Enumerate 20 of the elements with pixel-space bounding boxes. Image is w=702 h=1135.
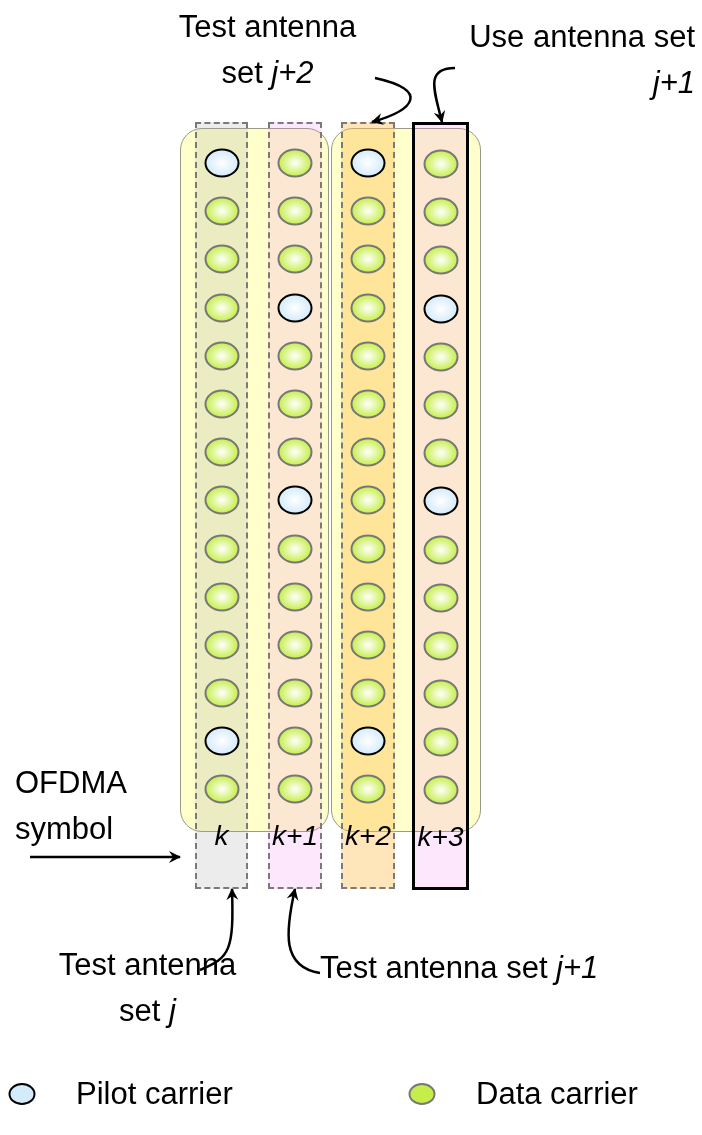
curved-arrow	[30, 851, 181, 863]
curved-arrow	[286, 888, 321, 975]
curved-arrow	[199, 888, 239, 972]
legend-label: Pilot carrier	[76, 1078, 233, 1109]
annotation-text: OFDMA symbol	[15, 764, 127, 848]
annotation-text: Use antenna set j+1	[468, 18, 695, 102]
curved-arrow	[371, 76, 412, 125]
symbol-index-label: k+1	[272, 822, 318, 851]
annotation-text: Test antenna set j	[57, 946, 238, 1030]
symbol-index-label: k	[214, 822, 229, 851]
symbol-index-label: k+3	[417, 823, 464, 852]
annotation-text: Test antenna set j+1	[320, 949, 600, 987]
subcarrier-column	[412, 122, 469, 890]
subcarrier-column	[195, 122, 248, 889]
curved-arrow	[433, 66, 456, 123]
legend-label: Data carrier	[476, 1078, 638, 1109]
subcarrier-column	[341, 122, 395, 889]
subcarrier-column	[268, 122, 322, 889]
annotation-text: Test antenna set j+2	[177, 8, 358, 92]
symbol-index-label: k+2	[345, 822, 391, 851]
